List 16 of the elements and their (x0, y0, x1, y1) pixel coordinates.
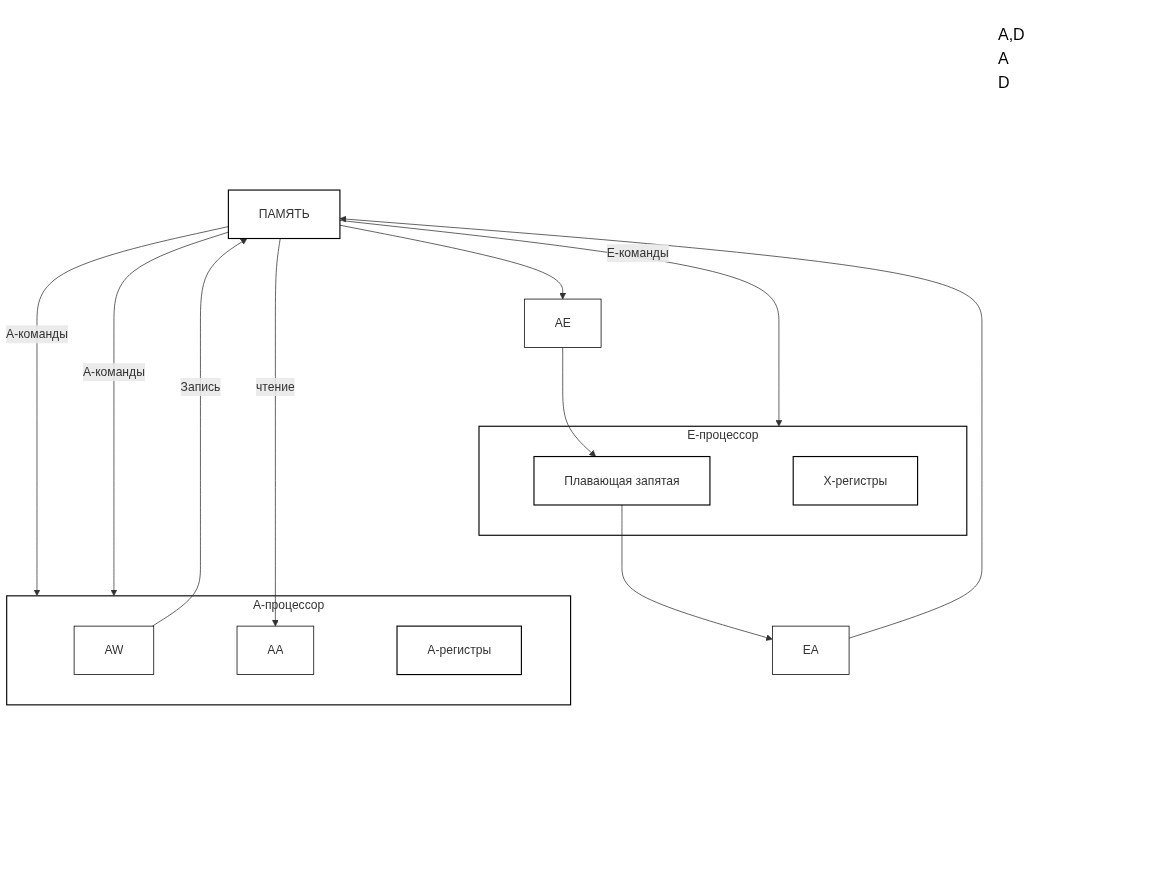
signal-label: A (998, 50, 1010, 68)
node-box: ПАМЯТЬ (227, 189, 341, 240)
node-box: EA (772, 625, 850, 675)
edge-label: А-команды (83, 365, 145, 379)
edge-label: чтение (256, 380, 295, 393)
node-box: Плавающая запятая (533, 456, 711, 506)
edge-label: Запись (180, 380, 221, 393)
signal-label: D (998, 74, 1011, 92)
signal-label: A,D (998, 26, 1026, 44)
node-box: AA (236, 625, 315, 675)
node-box: AW (73, 625, 155, 675)
node-box: Х-регистры (792, 456, 919, 506)
node-box: А-регистры (396, 625, 522, 676)
edge-label: А-команды (6, 327, 68, 341)
node-box: AE (524, 298, 602, 348)
edge-label: Е-команды (606, 246, 669, 260)
